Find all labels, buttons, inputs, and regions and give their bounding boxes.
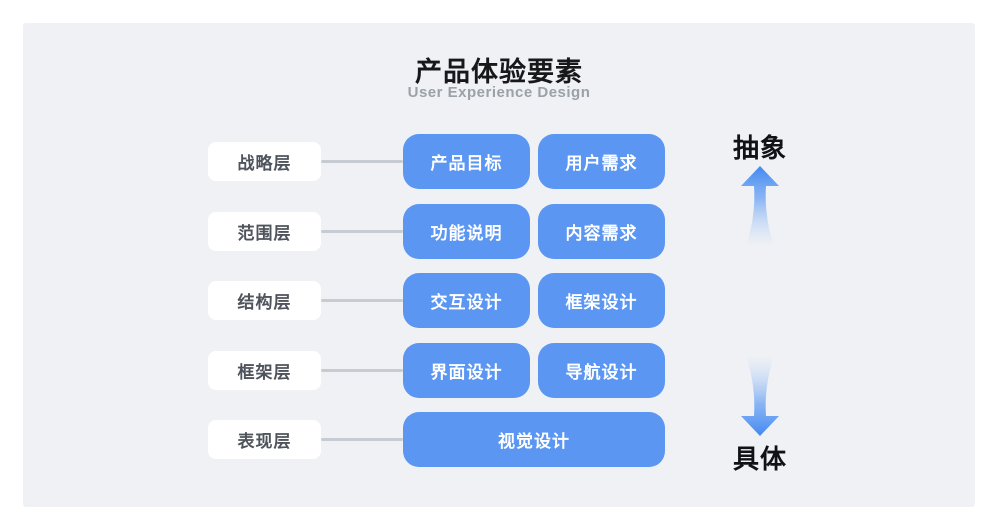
layer-row-skeleton: 框架层 界面设计 导航设计 [208, 343, 665, 398]
layer-label-box: 范围层 [208, 212, 321, 251]
layer-label: 框架层 [237, 363, 292, 382]
layer-label: 表现层 [237, 432, 292, 451]
element-box: 用户需求 [538, 134, 665, 189]
down-arrow-icon [741, 356, 779, 436]
page-subtitle: User Experience Design [407, 84, 591, 101]
layer-label-box: 结构层 [208, 281, 321, 320]
connector-line [321, 299, 403, 302]
axis-top-label: 抽象 [732, 133, 787, 163]
element-box: 框架设计 [538, 273, 665, 328]
abstraction-axis: 抽象 具体 [710, 23, 810, 507]
layer-row-strategy: 战略层 产品目标 用户需求 [208, 134, 665, 189]
element-box: 导航设计 [538, 343, 665, 398]
element-box: 视觉设计 [403, 412, 665, 467]
layer-row-structure: 结构层 交互设计 框架设计 [208, 273, 665, 328]
element-boxes: 交互设计 框架设计 [403, 273, 665, 328]
connector-line [321, 160, 403, 163]
element-box: 内容需求 [538, 204, 665, 259]
element-boxes: 产品目标 用户需求 [403, 134, 665, 189]
layer-label-box: 战略层 [208, 142, 321, 181]
axis-bottom-label: 具体 [732, 444, 787, 474]
layer-label-box: 表现层 [208, 420, 321, 459]
layer-label: 范围层 [237, 224, 292, 243]
element-boxes: 界面设计 导航设计 [403, 343, 665, 398]
layer-label: 战略层 [237, 154, 292, 173]
connector-line [321, 230, 403, 233]
layer-label-box: 框架层 [208, 351, 321, 390]
page-title: 产品体验要素 [415, 57, 583, 87]
element-boxes: 功能说明 内容需求 [403, 204, 665, 259]
layer-row-surface: 表现层 视觉设计 [208, 412, 665, 467]
element-box: 界面设计 [403, 343, 530, 398]
element-boxes: 视觉设计 [403, 412, 665, 467]
element-box: 交互设计 [403, 273, 530, 328]
diagram-panel: 产品体验要素 User Experience Design 战略层 产品目标 用… [23, 23, 975, 507]
element-box: 功能说明 [403, 204, 530, 259]
element-box: 产品目标 [403, 134, 530, 189]
up-arrow-icon [741, 166, 779, 246]
connector-line [321, 369, 403, 372]
layer-row-scope: 范围层 功能说明 内容需求 [208, 204, 665, 259]
connector-line [321, 438, 403, 441]
layer-label: 结构层 [237, 293, 292, 312]
